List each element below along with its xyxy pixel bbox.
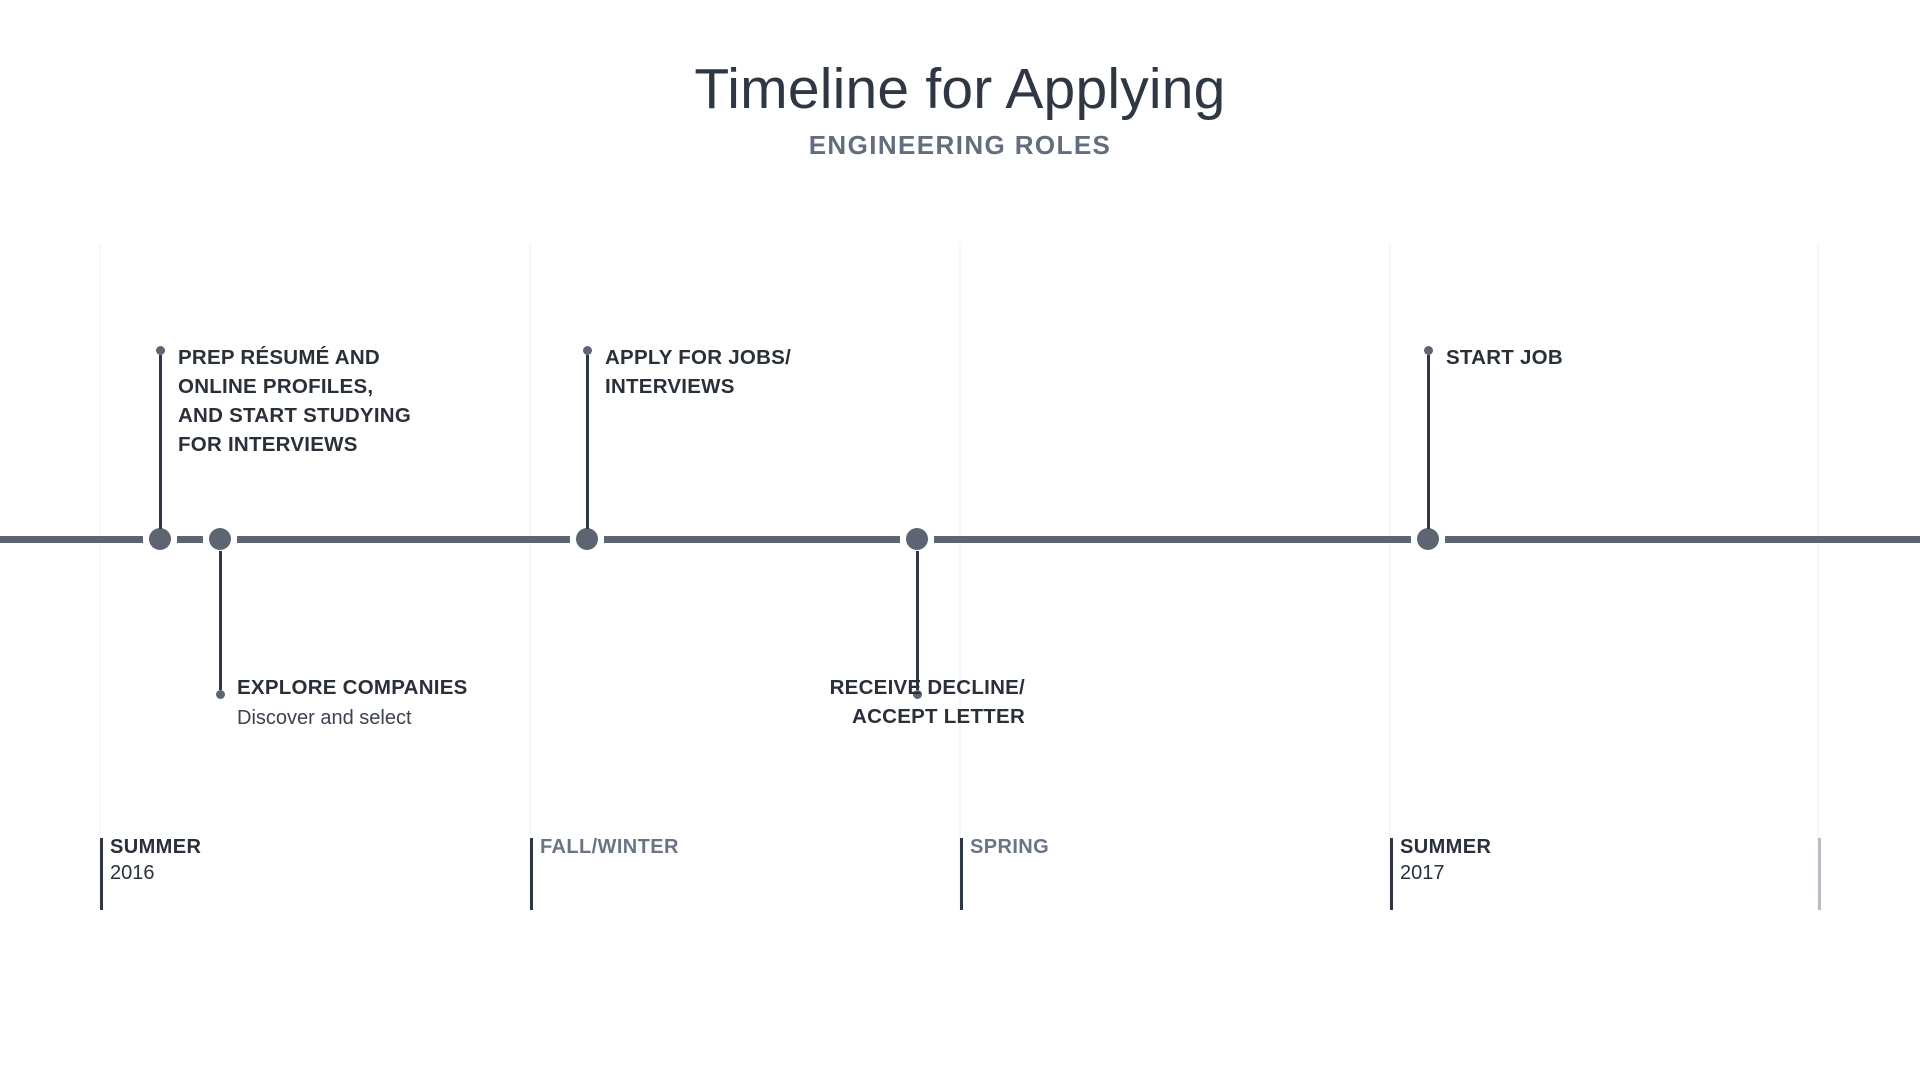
period-label-0[interactable]: SUMMER 2016 — [110, 835, 201, 887]
axis-segment-4 — [934, 536, 1411, 543]
event-title-start-job: START JOB — [1446, 346, 1563, 369]
period-tick-3 — [1390, 838, 1393, 910]
page-title: Timeline for Applying — [694, 57, 1226, 121]
gridline-0 — [99, 243, 101, 908]
period-label-1[interactable]: FALL/WINTER — [540, 835, 679, 860]
period-year-0: 2016 — [110, 862, 155, 884]
timeline-node-dot[interactable] — [906, 528, 928, 550]
event-label-apply-for-jobs[interactable]: APPLY FOR JOBS/ INTERVIEWS — [605, 343, 791, 401]
gridline-2 — [959, 243, 961, 908]
page-subtitle: ENGINEERING ROLES — [808, 129, 1112, 160]
gridline-3 — [1389, 243, 1391, 908]
event-endpoint-dot-start-job — [1423, 346, 1433, 355]
event-title-explore-companies: EXPLORE COMPANIES — [237, 676, 468, 699]
period-name-1: FALL/WINTER — [540, 836, 679, 858]
event-stem-prep-resume — [158, 355, 162, 529]
period-tick-trailing — [1818, 838, 1821, 910]
period-tick-1 — [530, 838, 533, 910]
header: Timeline for Applying ENGINEERING ROLES — [0, 57, 1920, 161]
timeline-node-dot[interactable] — [1417, 528, 1439, 550]
event-stem-apply-for-jobs — [585, 355, 589, 529]
event-label-receive-letter[interactable]: RECEIVE DECLINE/ ACCEPT LETTER — [0, 673, 1025, 731]
event-title-receive-letter: RECEIVE DECLINE/ ACCEPT LETTER — [829, 676, 1025, 729]
event-endpoint-dot-apply-for-jobs — [582, 346, 592, 355]
axis-segment-2 — [237, 536, 570, 543]
event-title-prep-resume: PREP RÉSUMÉ AND ONLINE PROFILES, AND STA… — [178, 346, 412, 457]
period-name-0: SUMMER — [110, 836, 202, 858]
period-label-2[interactable]: SPRING — [970, 835, 1049, 860]
timeline-node-dot[interactable] — [209, 528, 231, 550]
timeline-node-dot[interactable] — [576, 528, 598, 550]
axis-segment-3 — [604, 536, 900, 543]
period-year-3: 2017 — [1400, 862, 1445, 884]
event-stem-receive-letter — [915, 551, 919, 690]
axis-segment-0 — [0, 536, 143, 543]
period-tick-2 — [960, 838, 963, 910]
timeline-node-dot[interactable] — [149, 528, 171, 550]
period-name-3: SUMMER — [1400, 836, 1492, 858]
period-tick-0 — [100, 838, 103, 910]
period-label-3[interactable]: SUMMER 2017 — [1400, 835, 1491, 887]
axis-segment-end — [1445, 536, 1920, 543]
axis-segment-1 — [177, 536, 203, 543]
event-label-start-job[interactable]: START JOB — [1446, 343, 1563, 372]
event-stem-start-job — [1426, 355, 1430, 529]
gridline-1 — [529, 243, 531, 908]
event-label-prep-resume[interactable]: PREP RÉSUMÉ AND ONLINE PROFILES, AND STA… — [178, 343, 411, 459]
event-sublabel-explore-companies: Discover and select — [237, 707, 412, 730]
event-endpoint-dot-receive-letter — [912, 690, 922, 699]
event-endpoint-dot-explore-companies — [215, 690, 225, 699]
event-endpoint-dot-prep-resume — [155, 346, 165, 355]
event-label-explore-companies[interactable]: EXPLORE COMPANIES Discover and select — [237, 673, 468, 732]
event-stem-explore-companies — [218, 551, 222, 690]
period-name-2: SPRING — [970, 836, 1050, 858]
event-title-apply-for-jobs: APPLY FOR JOBS/ INTERVIEWS — [605, 346, 792, 399]
gridline-4 — [1817, 243, 1819, 908]
